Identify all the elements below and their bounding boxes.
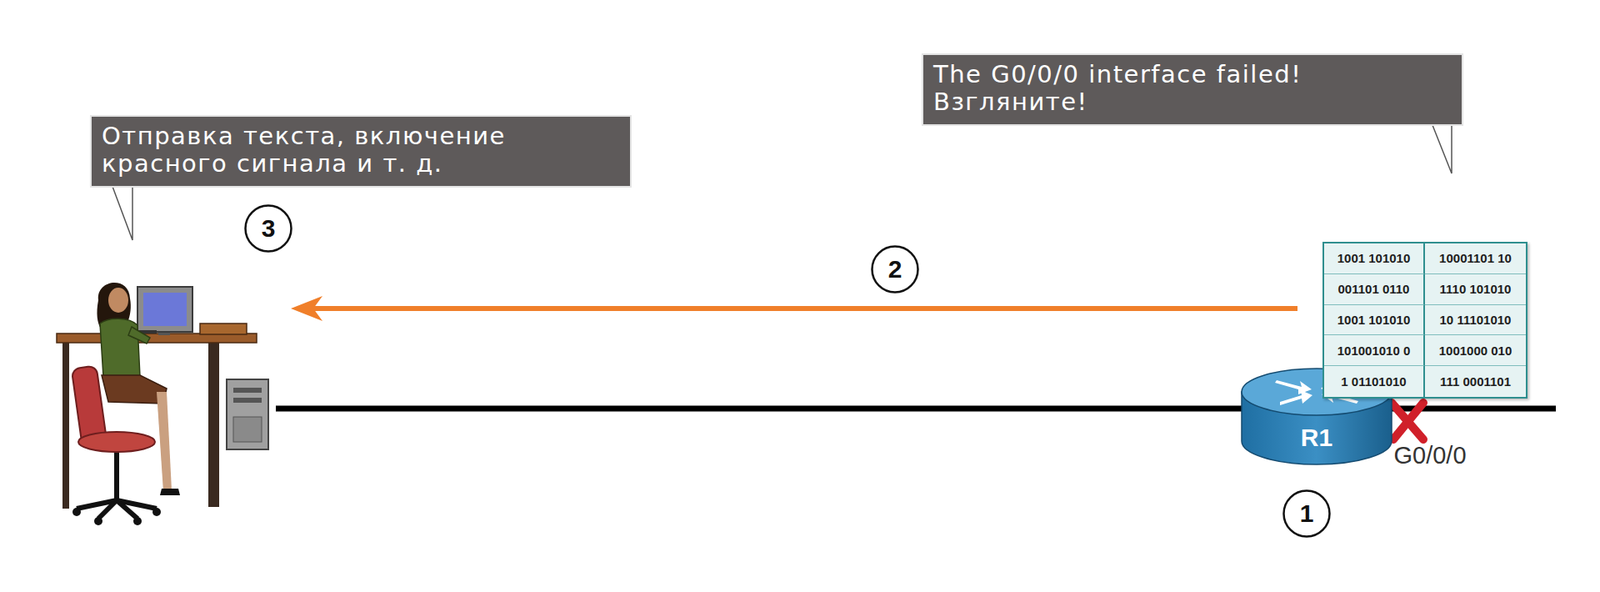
binary-data: 1110 101010 — [1440, 281, 1512, 296]
table-cell: 111 0001101 — [1425, 365, 1526, 397]
table-cell: 001101 0110 — [1324, 274, 1425, 305]
callout-number: 2 — [870, 245, 920, 294]
router-arrow — [1321, 389, 1359, 404]
skirt — [101, 375, 167, 404]
desk-panel — [208, 341, 220, 507]
table-cell: 1 01101010 — [1324, 365, 1425, 397]
tower-panel — [233, 416, 262, 442]
binary-data: 001101 0110 — [1338, 281, 1410, 296]
chair-pole — [114, 448, 120, 500]
computer-tower — [226, 379, 269, 450]
face — [108, 287, 129, 313]
callout-number: 3 — [244, 204, 293, 253]
binary-data: 10001101 10 — [1439, 250, 1512, 265]
table-cell: 1110 101010 — [1425, 274, 1526, 305]
interface-label: G0/0/0 — [1393, 441, 1466, 470]
number-text: 1 — [1300, 499, 1315, 528]
router-arrow — [1320, 378, 1354, 394]
chair-wheel — [72, 507, 81, 516]
table-cell: 10 11101010 — [1425, 305, 1526, 336]
router-top — [1241, 368, 1392, 415]
binary-data: 1001 101010 — [1337, 250, 1411, 265]
binary-data: 1001 101010 — [1337, 312, 1411, 327]
circle-outline — [872, 246, 919, 293]
table-cell: 10001101 10 — [1425, 243, 1526, 275]
router-arrow — [1280, 390, 1313, 405]
binary-data: 1 01101010 — [1340, 374, 1406, 389]
message-arrow — [310, 305, 1298, 311]
binary-data: 10 11101010 — [1440, 312, 1512, 327]
number-text: 2 — [888, 255, 903, 284]
drive-bay — [233, 387, 262, 393]
router-arrow — [1275, 380, 1312, 395]
binary-table: 1001 101010 10001101 10 001101 0110 1110 10… — [1322, 241, 1528, 399]
arm — [128, 326, 150, 344]
chair-wheel — [133, 516, 142, 525]
number-text: 3 — [261, 214, 276, 243]
chair-leg — [116, 500, 138, 519]
table-cell: 1001 101010 — [1324, 305, 1425, 336]
chair-leg — [98, 500, 117, 519]
arrow-head — [290, 295, 323, 321]
drive-bay — [233, 397, 262, 403]
callout-number: 1 — [1282, 489, 1331, 538]
torso — [100, 318, 140, 377]
table-cell: 1001 101010 — [1324, 243, 1425, 275]
circle-outline — [245, 205, 292, 252]
chair-wheel — [94, 516, 103, 525]
callout-text: The G0/0/0 interface failed! Взгляните! — [933, 60, 1454, 117]
failure-mark — [1393, 402, 1424, 440]
circle-outline — [1284, 490, 1330, 537]
leg — [156, 391, 172, 492]
monitor-screen — [143, 292, 187, 326]
shoe — [160, 488, 180, 495]
chair-wheel — [152, 507, 161, 516]
device-name: R1 — [1240, 423, 1394, 452]
failure-mark — [1391, 402, 1424, 440]
binary-data: 1001000 010 — [1439, 343, 1513, 358]
table-cell: 1001000 010 — [1425, 335, 1526, 366]
binary-data: 101001010 0 — [1337, 343, 1411, 358]
chair-seat — [78, 431, 155, 452]
callout-box: Отправка текста, включение красного сигн… — [90, 115, 632, 188]
callout-text: Отправка текста, включение красного сигн… — [101, 122, 622, 179]
monitor-frame — [137, 286, 193, 332]
desk-box — [200, 323, 247, 335]
binary-data: 111 0001101 — [1440, 374, 1511, 389]
desk-leg — [62, 341, 70, 509]
table-cell: 101001010 0 — [1324, 335, 1425, 366]
callout-box: The G0/0/0 interface failed! Взгляните! — [921, 53, 1464, 126]
